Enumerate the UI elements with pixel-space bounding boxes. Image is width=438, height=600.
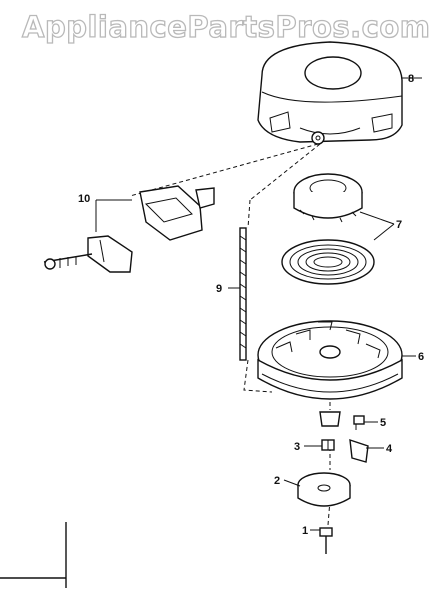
part-4-pawl (349, 438, 384, 463)
callout-6: 6 (418, 351, 424, 363)
callout-9: 9 (216, 283, 222, 295)
callout-2: 2 (274, 475, 280, 487)
part-10-handle (43, 185, 215, 273)
callout-10: 10 (78, 193, 90, 205)
watermark: AppliancePartsPros.com (21, 9, 431, 44)
part-3-nut (304, 439, 335, 451)
part-2-retainer (283, 472, 351, 507)
part-1-bolt (310, 527, 333, 554)
callout-8: 8 (408, 73, 414, 85)
callout-5: 5 (380, 417, 386, 429)
part-6-pulley (257, 320, 416, 400)
callout-7: 7 (396, 219, 402, 231)
callout-3: 3 (294, 441, 300, 453)
callout-4: 4 (386, 443, 393, 455)
part-9-rope (228, 227, 247, 361)
part-5-screw (353, 415, 378, 430)
part-7-spring (281, 173, 395, 285)
frame-corner (0, 522, 67, 588)
callout-1: 1 (302, 525, 308, 537)
part-8-housing (257, 41, 422, 145)
center-screw-head (319, 411, 341, 427)
